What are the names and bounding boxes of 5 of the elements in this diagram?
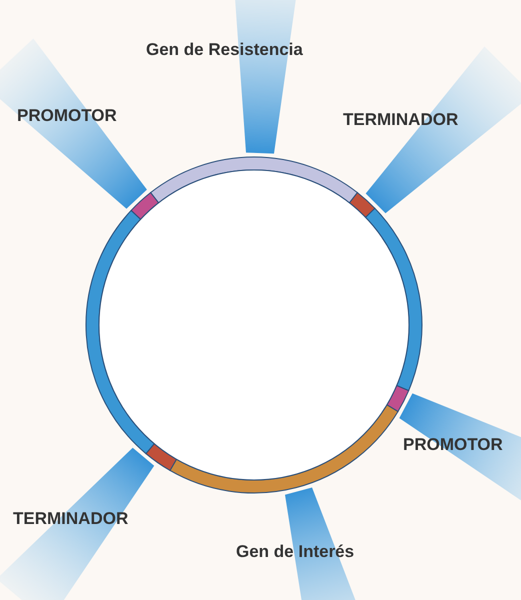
part-label: TERMINADOR (343, 110, 458, 130)
part-label: PROMOTOR (17, 106, 117, 126)
part-label: PROMOTOR (403, 435, 503, 455)
part-label: Gen de Resistencia (146, 40, 303, 60)
part-label: TERMINADOR (13, 509, 128, 529)
